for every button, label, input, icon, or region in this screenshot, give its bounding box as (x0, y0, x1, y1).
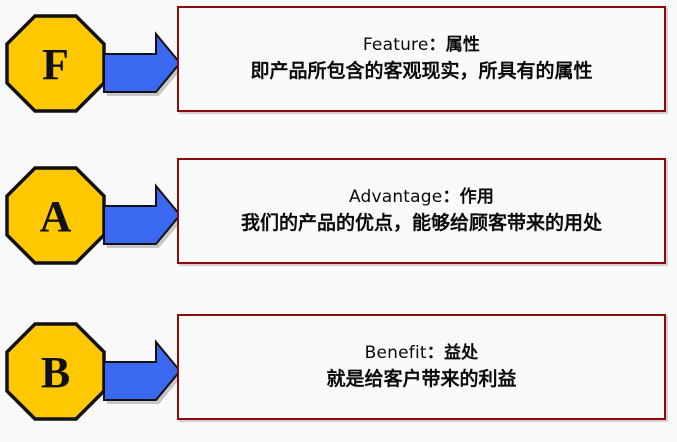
box-description-benefit: 就是给客户带来的利益 (326, 368, 517, 390)
fab-row-benefit: B Benefit：益处 就是给客户带来的利益 (0, 314, 677, 428)
octagon-badge-feature[interactable]: F (5, 14, 106, 113)
arrow-icon-benefit (100, 334, 184, 409)
box-title-latin: Benefit (364, 343, 427, 363)
description-box-benefit: Benefit：益处 就是给客户带来的利益 (177, 314, 666, 420)
box-title-feature: Feature：属性 (363, 34, 480, 57)
box-title-latin: Feature (362, 35, 429, 55)
octagon-badge-benefit[interactable]: B (5, 322, 106, 421)
box-description-feature: 即产品所包含的客观现实，所具有的属性 (250, 60, 593, 82)
box-title-advantage: Advantage：作用 (349, 186, 494, 209)
octagon-badge-advantage[interactable]: A (5, 166, 106, 265)
box-title-benefit: Benefit：益处 (365, 342, 479, 365)
fab-row-advantage: A Advantage：作用 我们的产品的优点，能够给顾客带来的用处 (0, 158, 677, 272)
octagon-shape (5, 322, 106, 421)
octagon-shape (5, 14, 106, 113)
octagon-badge-letter: A (40, 192, 72, 241)
box-title-cjk: ：益处 (426, 343, 479, 363)
description-box-feature: Feature：属性 即产品所包含的客观现实，所具有的属性 (177, 6, 666, 112)
octagon-badge-letter: F (42, 40, 69, 89)
description-box-advantage: Advantage：作用 我们的产品的优点，能够给顾客带来的用处 (177, 158, 666, 264)
arrow-icon-advantage (100, 178, 184, 253)
box-title-cjk: ：作用 (442, 187, 495, 207)
box-description-advantage: 我们的产品的优点，能够给顾客带来的用处 (240, 212, 602, 234)
octagon-shape (5, 166, 106, 265)
box-title-cjk: ：属性 (428, 35, 481, 55)
box-title-latin: Advantage (348, 187, 443, 207)
octagon-badge-letter: B (41, 348, 70, 397)
arrow-icon-feature (100, 26, 184, 101)
fab-row-feature: F Feature：属性 即产品所包含的客观现实，所具有的属性 (0, 6, 677, 120)
